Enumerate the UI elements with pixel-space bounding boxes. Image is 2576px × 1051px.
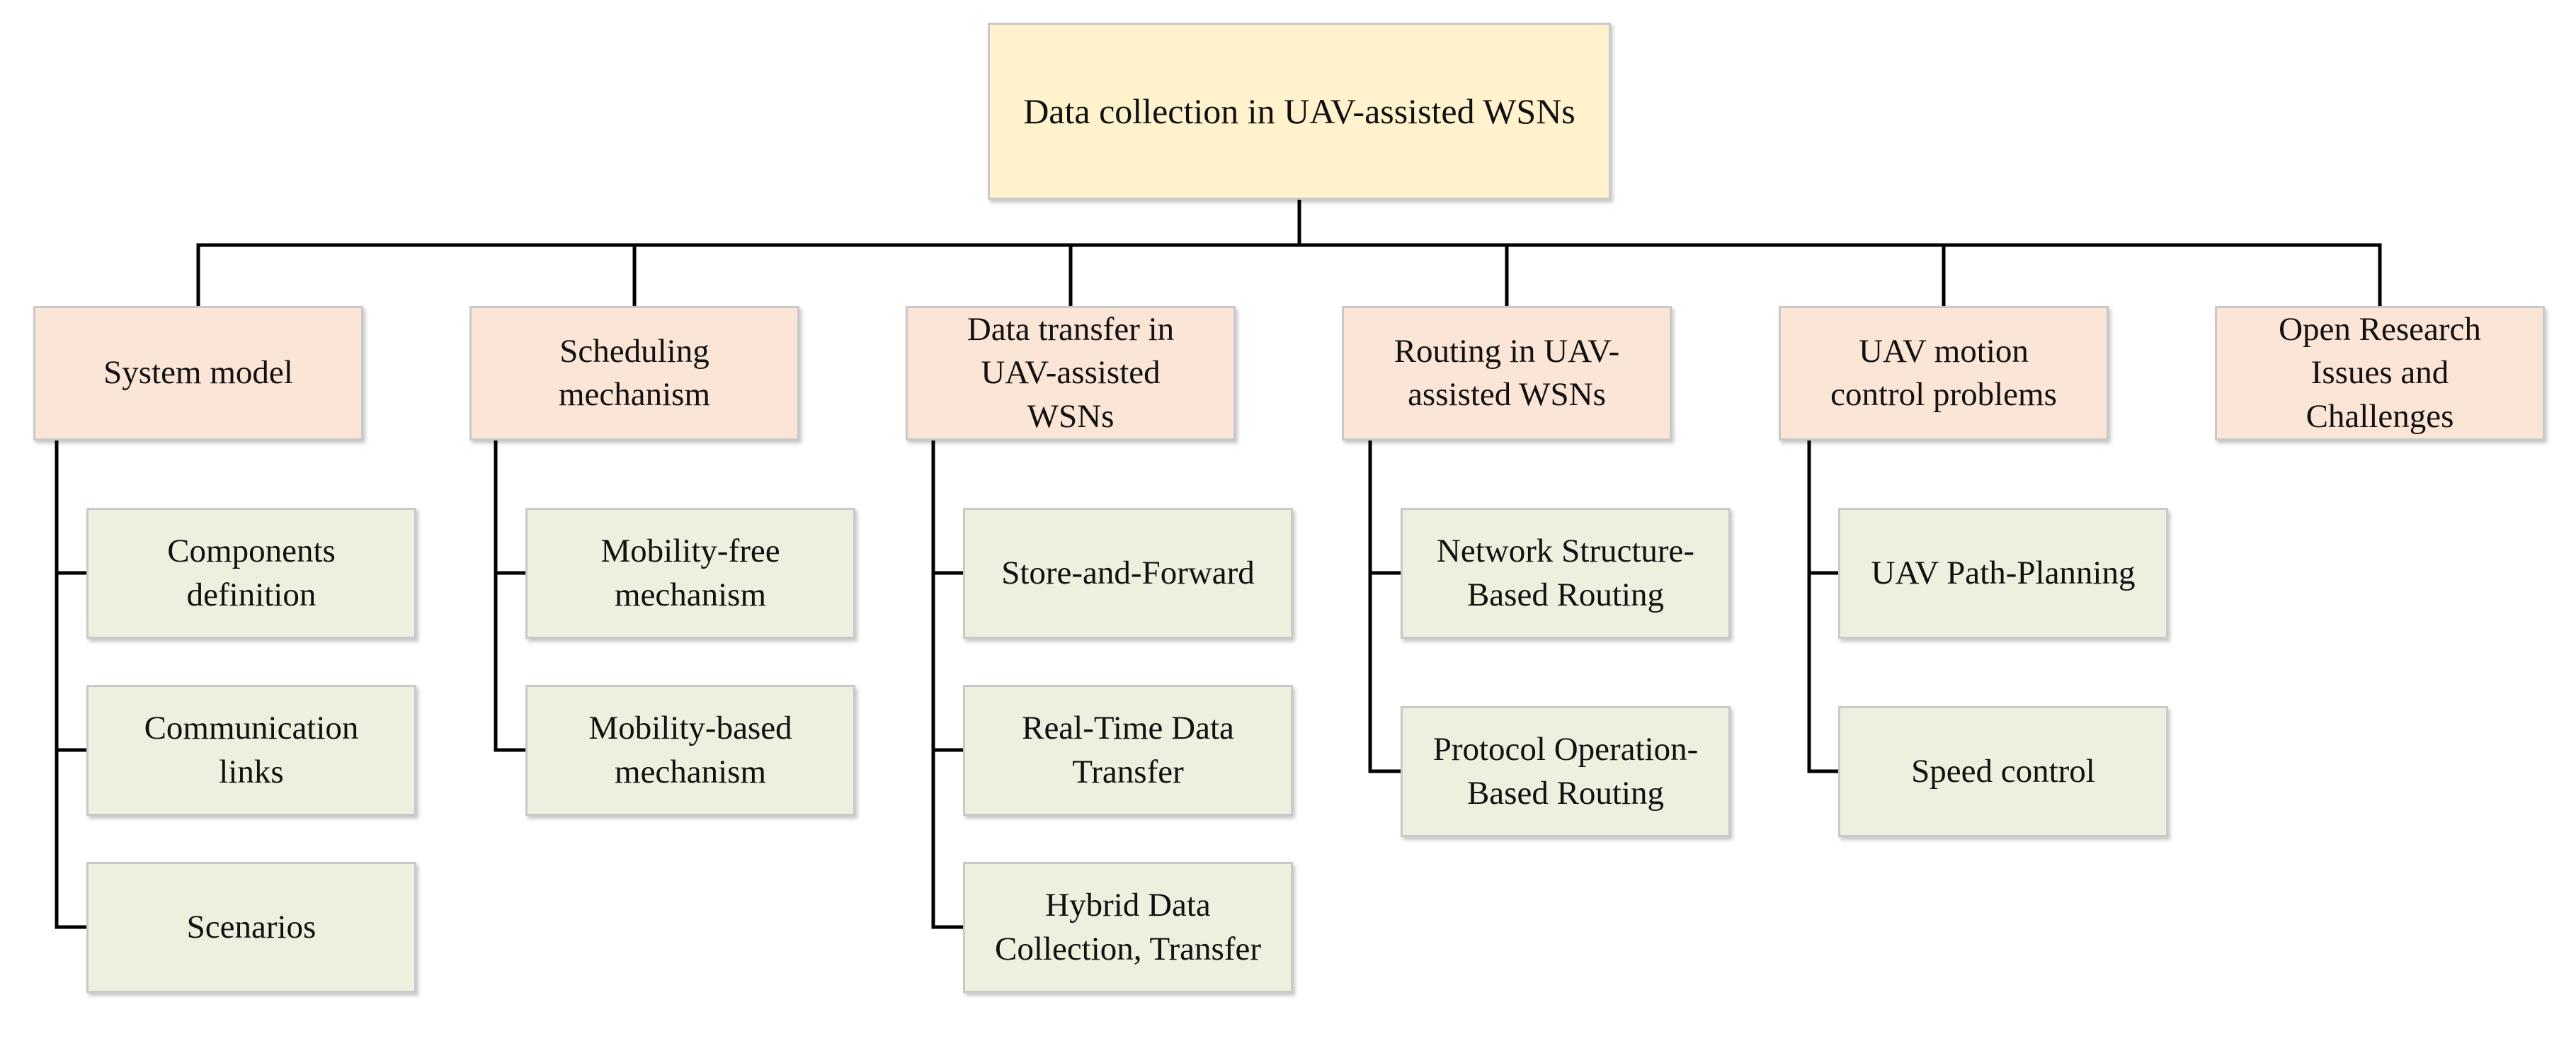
leaf-mobility-free-mechanism: Mobility-free mechanism bbox=[525, 508, 855, 639]
category-label: UAV motion control problems bbox=[1830, 332, 2057, 413]
leaf-label: Network Structure- Based Routing bbox=[1436, 533, 1695, 613]
category-label: System model bbox=[103, 354, 293, 392]
leaf-label: Components definition bbox=[167, 533, 336, 613]
leaf-label: Real-Time Data Transfer bbox=[1022, 710, 1234, 790]
category-scheduling-mechanism: Scheduling mechanism bbox=[469, 306, 799, 441]
leaf-label: UAV Path-Planning bbox=[1871, 554, 2136, 591]
leaf-communication-links: Communication links bbox=[86, 685, 416, 816]
leaf-real-time-data-transfer: Real-Time Data Transfer bbox=[963, 685, 1293, 816]
leaf-label: Mobility-based mechanism bbox=[588, 710, 792, 790]
leaf-label: Store-and-Forward bbox=[1001, 554, 1255, 591]
category-label: Open Research Issues and Challenges bbox=[2279, 311, 2481, 435]
leaf-mobility-based-mechanism: Mobility-based mechanism bbox=[525, 685, 855, 816]
leaf-uav-path-planning: UAV Path-Planning bbox=[1838, 508, 2168, 639]
root-node-label: Data collection in UAV-assisted WSNs bbox=[1023, 91, 1575, 131]
leaf-scenarios: Scenarios bbox=[86, 862, 416, 993]
leaf-label: Protocol Operation- Based Routing bbox=[1432, 731, 1699, 812]
category-uav-motion-control: UAV motion control problems bbox=[1779, 306, 2109, 441]
leaf-label: Scenarios bbox=[186, 908, 317, 945]
leaf-hybrid-data-collection: Hybrid Data Collection, Transfer bbox=[963, 862, 1293, 993]
category-label: Routing in UAV- assisted WSNs bbox=[1394, 332, 1620, 413]
root-node: Data collection in UAV-assisted WSNs bbox=[988, 23, 1611, 200]
category-data-transfer: Data transfer in UAV-assisted WSNs bbox=[906, 306, 1236, 441]
category-label: Data transfer in UAV-assisted WSNs bbox=[967, 311, 1175, 435]
leaf-network-structure-routing: Network Structure- Based Routing bbox=[1401, 508, 1731, 639]
leaf-store-and-forward: Store-and-Forward bbox=[963, 508, 1293, 639]
leaf-label: Hybrid Data Collection, Transfer bbox=[995, 887, 1261, 967]
leaf-label: Communication links bbox=[144, 710, 359, 790]
category-open-research-issues: Open Research Issues and Challenges bbox=[2215, 306, 2545, 441]
leaf-speed-control: Speed control bbox=[1838, 706, 2168, 837]
leaf-label: Speed control bbox=[1911, 752, 2095, 790]
leaf-protocol-operation-routing: Protocol Operation- Based Routing bbox=[1401, 706, 1731, 837]
leaf-components-definition: Components definition bbox=[86, 508, 416, 639]
category-system-model: System model bbox=[33, 306, 363, 441]
category-routing: Routing in UAV- assisted WSNs bbox=[1342, 306, 1672, 441]
leaf-label: Mobility-free mechanism bbox=[600, 533, 780, 613]
category-label: Scheduling mechanism bbox=[558, 332, 711, 413]
